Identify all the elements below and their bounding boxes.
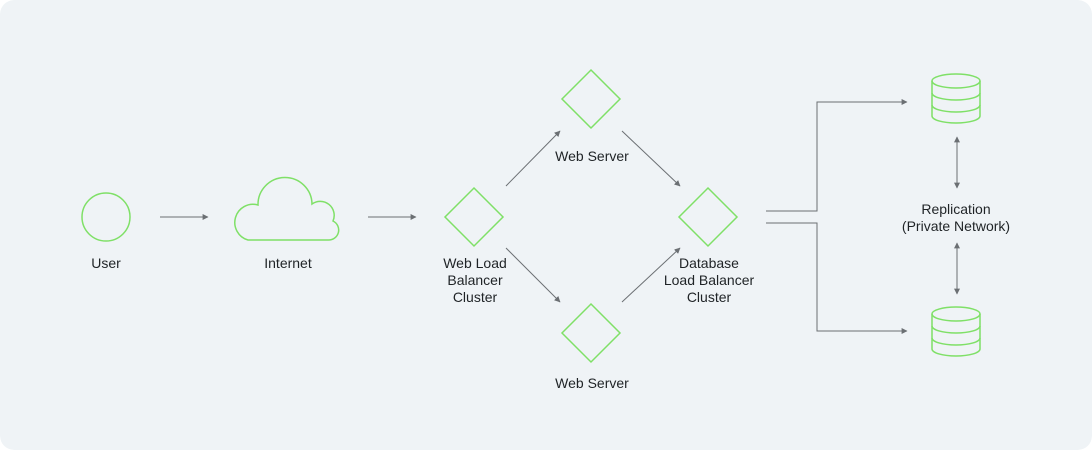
edge-web-server-top-to-db-lb bbox=[621, 130, 681, 187]
web-server-bottom-label: Web Server bbox=[555, 375, 629, 391]
internet-label: Internet bbox=[264, 255, 312, 271]
edge-db-lb-to-db-bottom bbox=[766, 222, 908, 334]
edge-web-lb-to-web-server-bottom bbox=[505, 247, 561, 303]
edges bbox=[160, 99, 960, 334]
db-lb-label: Database Load Balancer Cluster bbox=[663, 255, 755, 305]
internet-cloud-icon bbox=[234, 176, 340, 241]
db-top-database-icon bbox=[931, 73, 981, 124]
nodes bbox=[81, 68, 981, 364]
edge-web-server-bottom-to-db-lb bbox=[621, 247, 681, 303]
db-bottom-database-icon bbox=[931, 306, 981, 357]
replication-label: Replication (Private Network) bbox=[901, 201, 1011, 234]
web-lb-label: Web Load Balancer Cluster bbox=[443, 255, 507, 305]
user-label: User bbox=[91, 255, 121, 271]
web-lb-diamond-icon bbox=[443, 186, 505, 248]
db-lb-diamond-icon bbox=[677, 186, 739, 248]
web-server-top-label: Web Server bbox=[555, 148, 629, 164]
web-server-bottom-diamond-icon bbox=[560, 302, 622, 364]
web-server-top-diamond-icon bbox=[560, 68, 622, 130]
edge-db-lb-to-db-top bbox=[766, 99, 908, 212]
user-circle-icon bbox=[81, 192, 131, 242]
edge-web-lb-to-web-server-top bbox=[505, 130, 561, 187]
